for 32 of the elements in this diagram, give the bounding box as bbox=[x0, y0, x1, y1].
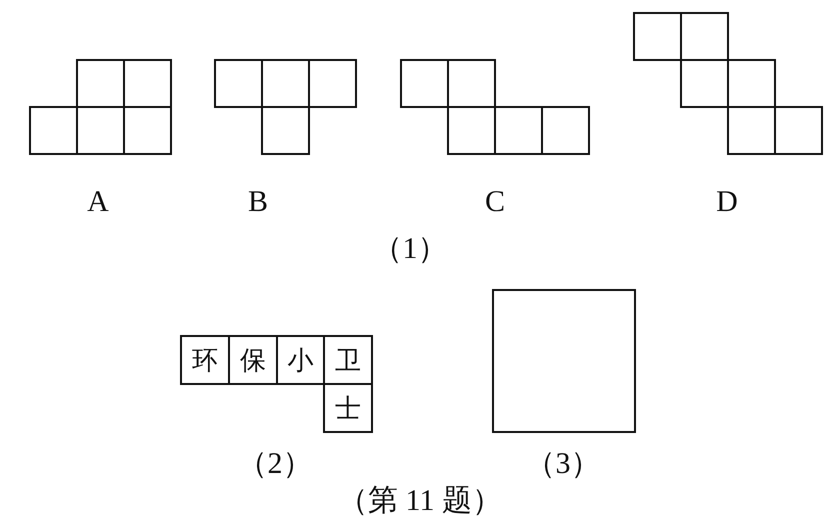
figure-number: （2） bbox=[238, 446, 312, 482]
option-letter: C bbox=[485, 185, 505, 219]
character-square: 士 bbox=[323, 383, 373, 433]
caption: （第 11 题） bbox=[338, 483, 502, 519]
square bbox=[123, 106, 172, 155]
square bbox=[447, 106, 496, 155]
option-letter: B bbox=[248, 185, 268, 219]
character-square: 环 bbox=[180, 335, 230, 385]
square bbox=[123, 59, 172, 108]
square bbox=[774, 106, 823, 155]
option-letter: A bbox=[87, 185, 109, 219]
square bbox=[214, 59, 263, 108]
square bbox=[633, 12, 682, 61]
square bbox=[76, 59, 125, 108]
square bbox=[261, 106, 310, 155]
option-letter: D bbox=[716, 185, 738, 219]
square bbox=[680, 59, 729, 108]
figure-number: （3） bbox=[526, 446, 600, 482]
square bbox=[492, 289, 636, 433]
square bbox=[308, 59, 357, 108]
square bbox=[727, 59, 776, 108]
figure-number: （1） bbox=[372, 231, 448, 267]
square bbox=[400, 59, 449, 108]
character-square: 小 bbox=[276, 335, 325, 385]
square bbox=[447, 59, 496, 108]
square bbox=[494, 106, 543, 155]
square bbox=[727, 106, 776, 155]
character-square: 卫 bbox=[323, 335, 373, 385]
square bbox=[680, 12, 729, 61]
square bbox=[541, 106, 590, 155]
character-square: 保 bbox=[228, 335, 278, 385]
square bbox=[29, 106, 78, 155]
